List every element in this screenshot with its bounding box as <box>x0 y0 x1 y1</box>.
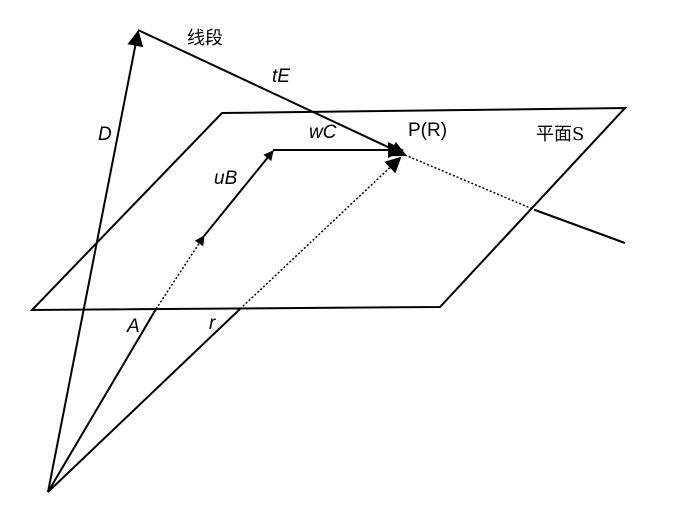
label-d: D <box>98 124 112 145</box>
vector-d <box>47 30 144 493</box>
vector-r-hidden <box>239 156 402 310</box>
segment-te <box>137 29 407 157</box>
vector-r-solid <box>47 308 241 493</box>
label-a: A <box>127 316 140 337</box>
label-r: r <box>209 313 216 334</box>
vector-a-solid <box>47 308 157 493</box>
vector-a-hidden <box>155 235 205 310</box>
segment-tail <box>534 209 626 244</box>
label-wc: wC <box>309 122 337 143</box>
segment-below-plane <box>404 154 536 211</box>
label-segment: 线段 <box>187 28 223 49</box>
label-ub: uB <box>214 168 238 189</box>
label-plane: 平面S <box>536 124 585 145</box>
vector-ub <box>203 150 274 237</box>
label-te: tE <box>272 66 290 87</box>
label-point: P(R) <box>408 120 448 141</box>
plane-s <box>29 106 628 312</box>
